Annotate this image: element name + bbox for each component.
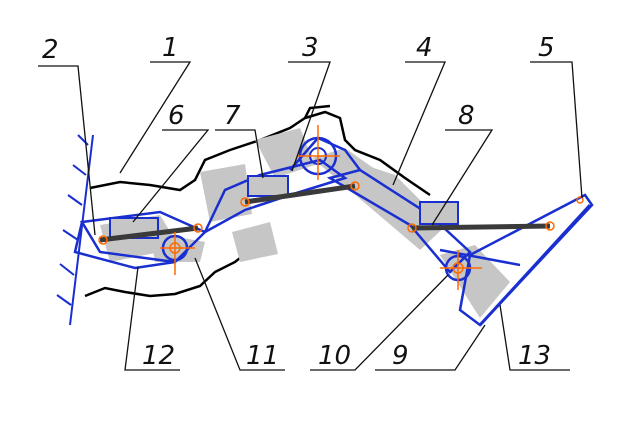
leader-lines bbox=[38, 61, 583, 371]
label-3: 3 bbox=[302, 33, 319, 63]
joints bbox=[98, 125, 584, 290]
label-11: 11 bbox=[246, 341, 279, 371]
label-2: 2 bbox=[42, 35, 59, 65]
label-5: 5 bbox=[538, 33, 555, 63]
label-1: 1 bbox=[162, 33, 179, 63]
label-13: 13 bbox=[518, 341, 551, 371]
label-9: 9 bbox=[392, 341, 409, 371]
label-4: 4 bbox=[416, 33, 433, 63]
label-7: 7 bbox=[224, 101, 241, 131]
label-12: 12 bbox=[142, 341, 175, 371]
label-10: 10 bbox=[318, 341, 351, 371]
actuators bbox=[99, 175, 551, 243]
label-8: 8 bbox=[458, 101, 475, 131]
label-6: 6 bbox=[168, 101, 185, 131]
part-labels: 2 1 6 7 3 4 8 5 12 11 10 9 13 bbox=[42, 33, 555, 371]
outline-contour bbox=[84, 104, 431, 298]
